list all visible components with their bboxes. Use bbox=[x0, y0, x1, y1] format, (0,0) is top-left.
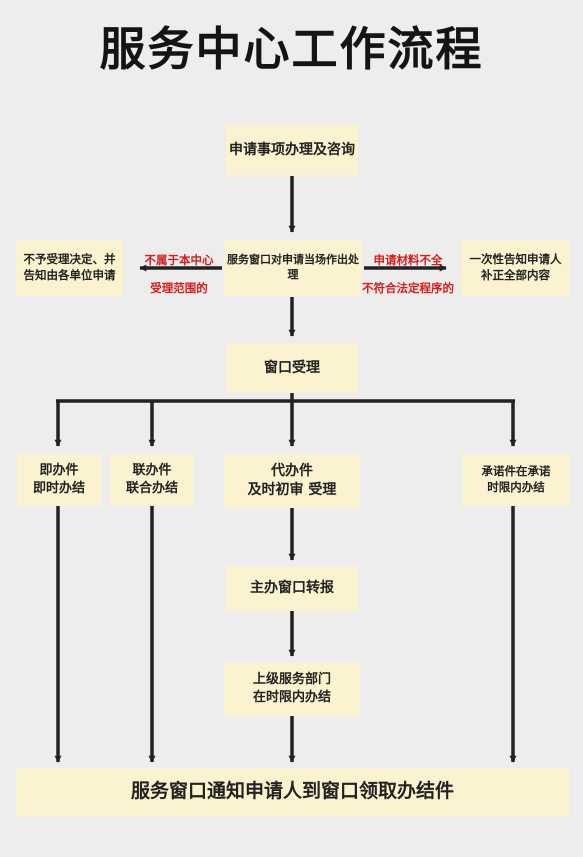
box-reject-line2: 告知由各单位申请 bbox=[23, 268, 116, 282]
box-final-label: 服务窗口通知申请人到窗口领取办结件 bbox=[130, 780, 454, 803]
box-reject-line1: 不予受理决定、并 bbox=[23, 252, 116, 267]
box-accept: 窗口受理 bbox=[226, 343, 358, 393]
box-joint: 联办件 联合办结 bbox=[110, 454, 194, 506]
label-incomplete-line2: 不符合法定程序的 bbox=[362, 281, 454, 295]
label-incomplete: 申请材料不全 不符合法定程序的 bbox=[362, 246, 454, 302]
box-final: 服务窗口通知申请人到窗口领取办结件 bbox=[16, 768, 569, 816]
box-promise-line1: 承诺件在承诺 bbox=[481, 464, 551, 479]
box-notify: 一次性告知申请人 补正全部内容 bbox=[461, 240, 570, 296]
label-out-of-scope-line2: 受理范围的 bbox=[150, 281, 208, 295]
box-instant: 即办件 即时办结 bbox=[17, 454, 101, 506]
box-reject: 不予受理决定、并 告知由各单位申请 bbox=[16, 240, 123, 296]
box-proxy-line2: 及时初审 受理 bbox=[247, 482, 337, 498]
box-proxy-line1: 代办件 bbox=[271, 463, 313, 480]
box-superior: 上级服务部门 在时限内办结 bbox=[224, 662, 360, 716]
box-report: 主办窗口转报 bbox=[226, 566, 358, 611]
box-apply-label: 申请事项办理及咨询 bbox=[229, 141, 355, 158]
box-notify-line1: 一次性告知申请人 bbox=[469, 252, 562, 267]
box-promise: 承诺件在承诺 时限内办结 bbox=[462, 454, 570, 506]
box-onsite: 服务窗口对申请当场作出处理 bbox=[224, 240, 362, 296]
box-joint-line2: 联合办结 bbox=[125, 481, 178, 496]
box-superior-line2: 在时限内办结 bbox=[252, 690, 331, 705]
box-instant-line1: 即办件 bbox=[39, 463, 79, 479]
box-superior-line1: 上级服务部门 bbox=[252, 672, 331, 688]
page-title: 服务中心工作流程 bbox=[99, 22, 484, 76]
box-onsite-label: 服务窗口对申请当场作出处理 bbox=[227, 253, 359, 281]
label-out-of-scope: 不属于本中心 受理范围的 bbox=[136, 246, 222, 302]
box-instant-line2: 即时办结 bbox=[32, 481, 85, 496]
box-promise-line2: 时限内办结 bbox=[487, 480, 545, 494]
box-apply: 申请事项办理及咨询 bbox=[226, 125, 358, 175]
box-accept-label: 窗口受理 bbox=[264, 359, 320, 376]
label-incomplete-line1: 申请材料不全 bbox=[373, 253, 443, 267]
box-report-label: 主办窗口转报 bbox=[250, 580, 334, 597]
box-proxy: 代办件 及时初审 受理 bbox=[224, 454, 360, 508]
box-joint-line1: 联办件 bbox=[132, 463, 172, 479]
box-notify-line2: 补正全部内容 bbox=[481, 268, 550, 282]
label-out-of-scope-line1: 不属于本中心 bbox=[144, 253, 214, 267]
